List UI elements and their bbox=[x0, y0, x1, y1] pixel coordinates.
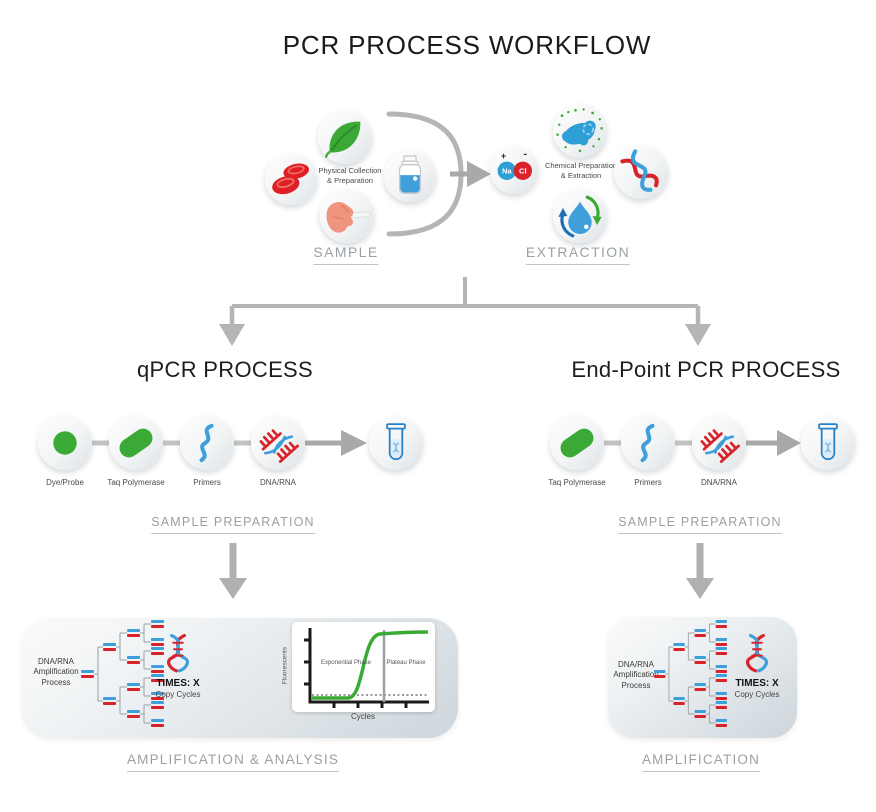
primers-icon bbox=[180, 416, 234, 470]
endpoint-title: End-Point PCR PROCESS bbox=[571, 357, 841, 382]
na-charge: + bbox=[501, 151, 506, 161]
step-label-dna-rna: DNA/RNA bbox=[259, 478, 297, 487]
extraction-label: EXTRACTION bbox=[525, 244, 631, 265]
hand-swab-icon bbox=[320, 189, 374, 243]
sample-vial-icon bbox=[384, 150, 436, 202]
qpcr-process-text: DNA/RNA Amplification Process bbox=[33, 657, 79, 687]
step-label-primers: Primers bbox=[634, 478, 662, 487]
step-label-taq: Taq Polymerase bbox=[107, 478, 165, 487]
amplification-tree-icon bbox=[654, 620, 728, 727]
chart-ylabel: Fluorescents bbox=[281, 646, 289, 685]
taq-polymerase-icon bbox=[109, 416, 163, 470]
endpoint-result-label: AMPLIFICATION bbox=[641, 752, 761, 772]
qpcr-down-arrow bbox=[219, 578, 247, 599]
branch-arrow-right bbox=[685, 324, 711, 346]
chart-xlabel: Cycles bbox=[350, 712, 376, 721]
branch-connector bbox=[232, 277, 698, 308]
copy-cycles-helix-icon bbox=[167, 634, 189, 673]
blood-cells-icon bbox=[265, 153, 317, 205]
test-tube-icon bbox=[801, 416, 855, 470]
amplification-tree-icon bbox=[81, 620, 164, 727]
dna-rna-icon bbox=[251, 416, 305, 470]
qpcr-row-arrow bbox=[341, 430, 367, 456]
test-tube-icon bbox=[369, 416, 423, 470]
endpoint-process-text: DNA/RNA Amplification Process bbox=[613, 660, 659, 690]
dna-rna-icon bbox=[692, 416, 746, 470]
sodium-chloride-icon: + - Na Cl bbox=[490, 146, 538, 194]
endpoint-row-arrow bbox=[777, 430, 801, 456]
step-label-dna-rna: DNA/RNA bbox=[700, 478, 738, 487]
primers-icon bbox=[621, 416, 675, 470]
dye-probe-icon bbox=[38, 416, 92, 470]
endpoint-times-label: TIMES: X bbox=[735, 678, 779, 689]
qpcr-result-label: AMPLIFICATION & ANALYSIS bbox=[126, 752, 340, 772]
chart-phase-exponential: Exponential Phase bbox=[321, 660, 372, 666]
dna-helix-icon bbox=[614, 145, 668, 199]
endpoint-down-arrow bbox=[686, 578, 714, 599]
water-recycle-icon bbox=[553, 189, 607, 243]
bacteria-icon bbox=[553, 104, 607, 158]
copy-cycles-helix-icon bbox=[746, 634, 768, 673]
endpoint-copy-cycles-label: Copy Cycles bbox=[734, 690, 780, 699]
step-label-taq: Taq Polymerase bbox=[548, 478, 606, 487]
branch-arrow-left bbox=[219, 324, 245, 346]
leaf-icon bbox=[318, 110, 372, 164]
taq-polymerase-icon bbox=[550, 416, 604, 470]
qpcr-copy-cycles-label: Copy Cycles bbox=[155, 690, 201, 699]
endpoint-prep-label: SAMPLE PREPARATION bbox=[618, 515, 782, 534]
qpcr-title: qPCR PROCESS bbox=[137, 357, 313, 382]
sample-label: SAMPLE bbox=[313, 244, 379, 265]
qpcr-prep-label: SAMPLE PREPARATION bbox=[151, 515, 315, 534]
chart-phase-plateau: Plateau Phase bbox=[386, 660, 426, 666]
cl-charge: - bbox=[523, 149, 527, 160]
na-symbol: Na bbox=[502, 167, 512, 176]
qpcr-times-label: TIMES: X bbox=[156, 678, 200, 689]
page-title: PCR PROCESS WORKFLOW bbox=[282, 30, 652, 60]
cl-symbol: Cl bbox=[519, 167, 527, 176]
step-label-dye-probe: Dye/Probe bbox=[46, 478, 84, 487]
extraction-caption: Chemical Preparation & Extraction bbox=[544, 161, 618, 180]
sample-caption: Physical Collection & Preparation bbox=[318, 166, 382, 185]
step-label-primers: Primers bbox=[193, 478, 221, 487]
amplification-chart: Exponential Phase Plateau Phase bbox=[292, 622, 435, 712]
